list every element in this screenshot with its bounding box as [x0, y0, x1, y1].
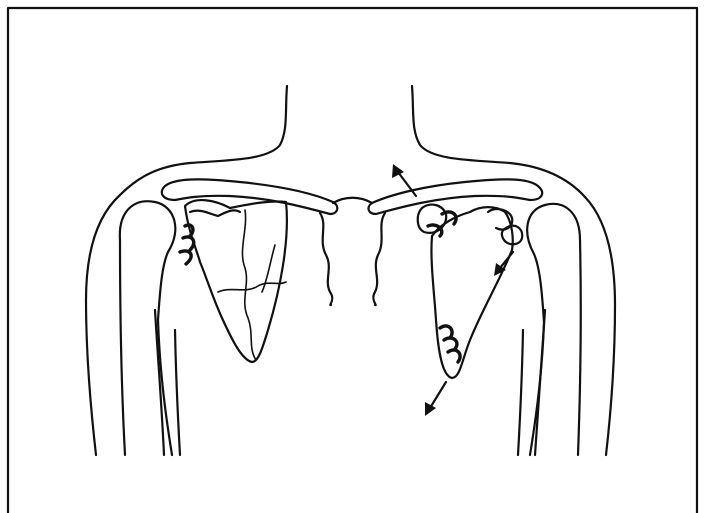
- frame-border: [8, 8, 697, 513]
- upper-spine-right: [373, 213, 385, 305]
- right-humerus: [527, 204, 581, 455]
- right-inferior-angle-fragment-fracture: [440, 326, 460, 362]
- left-humerus: [120, 201, 175, 455]
- right-shoulder-contour: [585, 197, 615, 455]
- left-scapula-fracture-horizontal: [218, 282, 286, 292]
- right-clavicle: [369, 179, 543, 214]
- arrow-down-left-inferior: [425, 382, 446, 416]
- upper-spine-left: [320, 213, 332, 305]
- left-clavicle: [162, 179, 337, 214]
- right-arm-inner-line-2: [518, 330, 523, 455]
- arrow-down-left-glenoid: [494, 252, 513, 276]
- left-arm-inner-line-2: [175, 330, 180, 455]
- left-glenoid-fracture: [180, 225, 194, 264]
- left-acromion: [190, 210, 240, 216]
- left-scapula-fracture-oblique: [262, 245, 275, 292]
- spine-top-bridge: [333, 198, 372, 203]
- left-scapula-fracture-vertical: [242, 210, 256, 360]
- right-scapula: [431, 207, 512, 378]
- left-scapula: [185, 200, 287, 362]
- left-shoulder-contour: [86, 195, 120, 455]
